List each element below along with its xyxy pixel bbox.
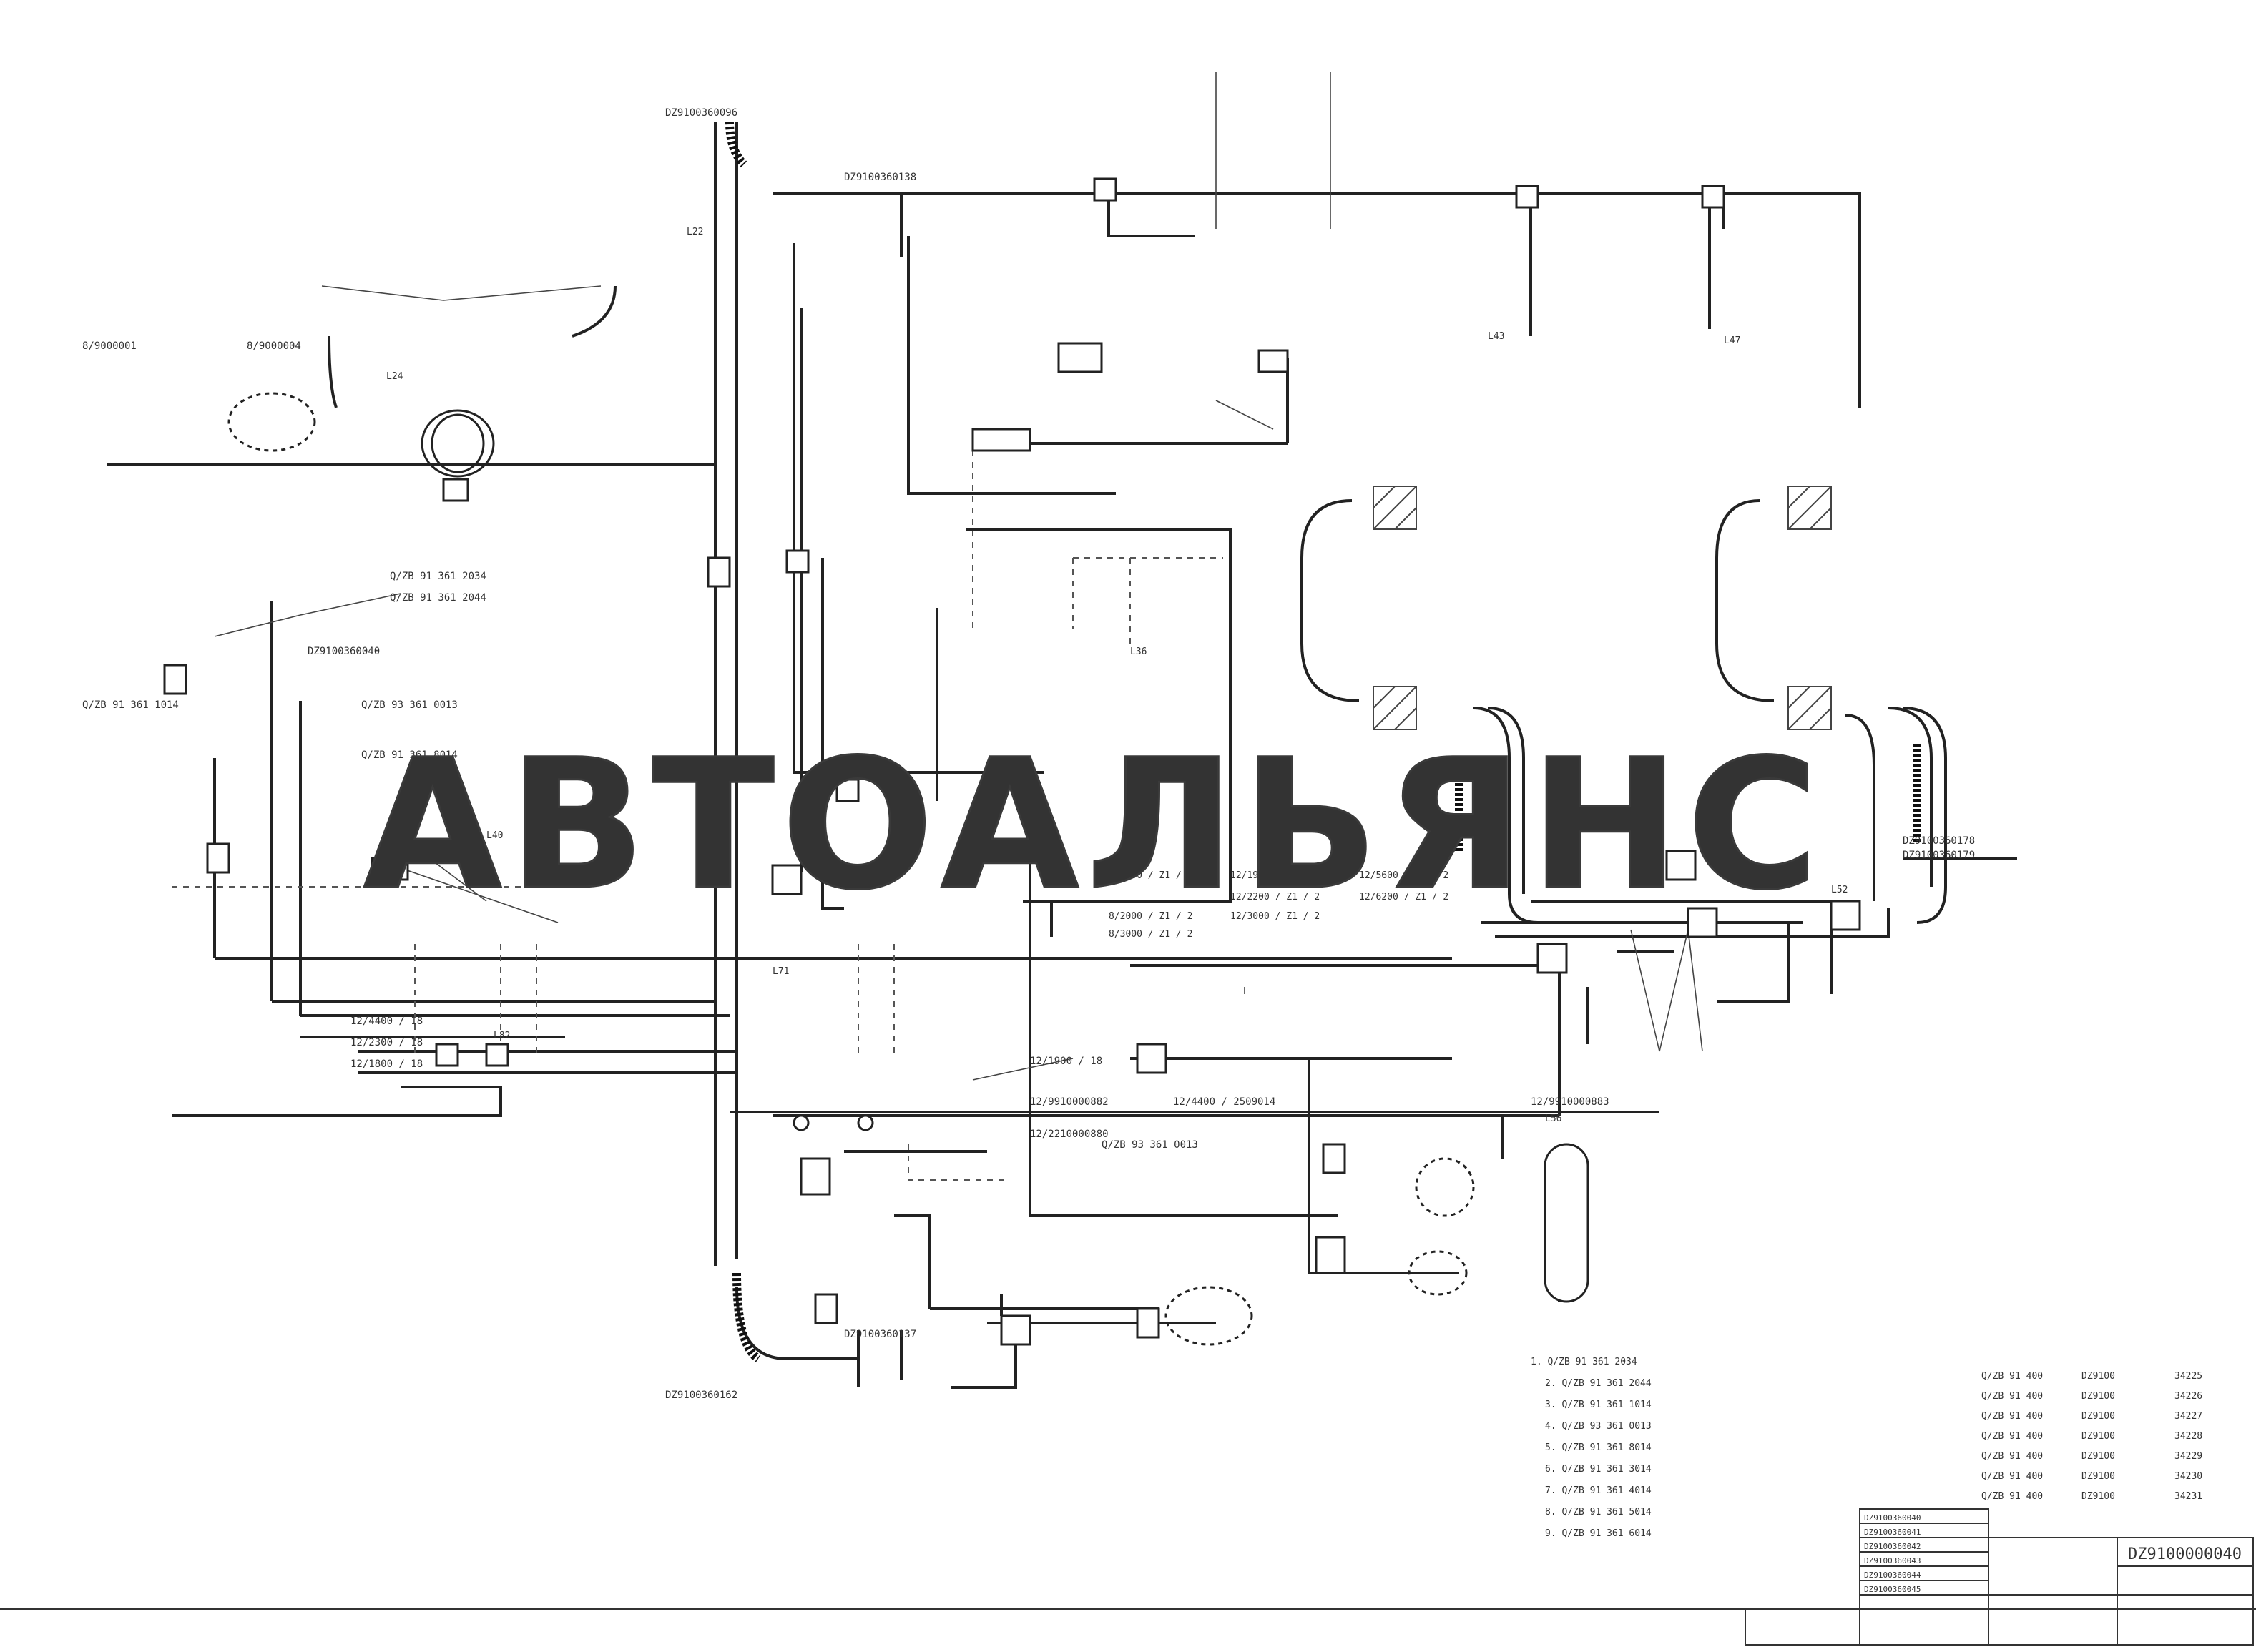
l-mark: L56 <box>1545 1113 1561 1124</box>
l-mark: L40 <box>486 830 503 841</box>
svg-text:DZ9100: DZ9100 <box>2081 1471 2115 1482</box>
table-row: Q/ZB 91 400 DZ9100 34229 <box>1981 1451 2202 1462</box>
l-mark: L47 <box>1724 335 1740 346</box>
note-line: 7. Q/ZB 91 361 4014 <box>1545 1485 1652 1496</box>
svg-text:DZ9100: DZ9100 <box>2081 1411 2115 1422</box>
svg-text:Q/ZB 91 400: Q/ZB 91 400 <box>1981 1431 2043 1442</box>
part-labels: DZ9100360096 DZ9100360138 DZ9100360162 D… <box>82 107 1975 1401</box>
label-tube-8: 12/2210000880 <box>1030 1129 1109 1140</box>
svg-text:DZ9100360043: DZ9100360043 <box>1864 1556 1921 1565</box>
svg-text:34227: 34227 <box>2174 1411 2202 1422</box>
label-tube-4: 12/1900 / 18 <box>1030 1056 1102 1067</box>
svg-text:8/1000 / Z1 / 2: 8/1000 / Z1 / 2 <box>1109 870 1192 881</box>
svg-text:12/5600 / Z1 / 2: 12/5600 / Z1 / 2 <box>1359 870 1448 881</box>
svg-text:34229: 34229 <box>2174 1451 2202 1462</box>
table-row: Q/ZB 91 400 DZ9100 34227 <box>1981 1411 2202 1422</box>
svg-text:34231: 34231 <box>2174 1491 2202 1502</box>
note-line: 1. Q/ZB 91 361 2034 <box>1531 1357 1637 1367</box>
table-row: Q/ZB 91 400 DZ9100 34230 <box>1981 1471 2202 1482</box>
label-bot-pn-2: DZ9100360137 <box>844 1329 916 1340</box>
l-mark: L43 <box>1488 331 1504 342</box>
l-mark: L36 <box>1130 646 1147 657</box>
note-line: 2. Q/ZB 91 361 2044 <box>1545 1378 1652 1389</box>
svg-text:DZ9100: DZ9100 <box>2081 1431 2115 1442</box>
label-pn-d: Q/ZB 93 361 0013 <box>361 699 458 711</box>
l-mark: L52 <box>1831 885 1848 895</box>
technical-notes: 1. Q/ZB 91 361 2034 2. Q/ZB 91 361 2044 … <box>1531 1357 1652 1539</box>
svg-text:DZ9100360042: DZ9100360042 <box>1864 1542 1921 1551</box>
svg-text:Q/ZB 91 400: Q/ZB 91 400 <box>1981 1391 2043 1402</box>
label-tube-3: 12/1800 / 18 <box>350 1058 423 1070</box>
tube-list: 8/1000 / Z1 / 2 8/2000 / Z1 / 2 8/3000 /… <box>1109 870 1448 940</box>
label-tube-1: 12/4400 / 18 <box>350 1016 423 1027</box>
svg-text:8/3000 / Z1 / 2: 8/3000 / Z1 / 2 <box>1109 929 1192 940</box>
svg-text:DZ9100360045: DZ9100360045 <box>1864 1585 1921 1594</box>
drawing-number: DZ9100000040 <box>2128 1545 2242 1563</box>
svg-text:DZ9100360044: DZ9100360044 <box>1864 1570 1921 1580</box>
svg-text:34226: 34226 <box>2174 1391 2202 1402</box>
label-top-pn-2: DZ9100360138 <box>844 172 916 183</box>
svg-text:Q/ZB 91 400: Q/ZB 91 400 <box>1981 1411 2043 1422</box>
label-pn-g: Q/ZB 93 361 0013 <box>1102 1139 1198 1151</box>
svg-text:34230: 34230 <box>2174 1471 2202 1482</box>
table-row: Q/ZB 91 400 DZ9100 34231 <box>1981 1491 2202 1502</box>
watermark: АВТОАЛЬЯНС <box>363 721 1825 929</box>
table-row: Q/ZB 91 400 DZ9100 34225 <box>1981 1371 2202 1382</box>
title-block <box>0 1508 2256 1646</box>
title-block-text: DZ9100360040 DZ9100360041 DZ9100360042 D… <box>1864 1513 1921 1594</box>
label-tube-7: 12/9910000883 <box>1531 1096 1609 1108</box>
l-mark: L22 <box>687 227 703 237</box>
svg-text:8/2000 / Z1 / 2: 8/2000 / Z1 / 2 <box>1109 911 1192 922</box>
label-pn-e: Q/ZB 91 361 8014 <box>361 749 458 761</box>
table-row: Q/ZB 91 400 DZ9100 34226 <box>1981 1391 2202 1402</box>
label-tube-6: 12/9910000882 <box>1030 1096 1109 1108</box>
svg-text:Q/ZB 91 400: Q/ZB 91 400 <box>1981 1371 2043 1382</box>
curved-pipes <box>328 285 1947 924</box>
label-tube-2: 12/2300 / 18 <box>350 1037 423 1048</box>
label-left-pn-2: 8/9000004 <box>247 340 301 352</box>
svg-text:DZ9100: DZ9100 <box>2081 1371 2115 1382</box>
components <box>163 177 1861 1346</box>
svg-text:DZ9100: DZ9100 <box>2081 1491 2115 1502</box>
label-pn-a: Q/ZB 91 361 2034 <box>390 571 486 582</box>
note-line: 8. Q/ZB 91 361 5014 <box>1545 1507 1652 1518</box>
label-tube-5: 12/4400 / 2509014 <box>1173 1096 1275 1108</box>
label-right-pn-1: DZ9100360178 <box>1903 835 1975 847</box>
l-mark: L82 <box>494 1031 510 1041</box>
mounting-blocks <box>1373 486 1832 730</box>
note-line: 5. Q/ZB 91 361 8014 <box>1545 1442 1652 1453</box>
label-top-pn-1: DZ9100360096 <box>665 107 737 119</box>
svg-text:34228: 34228 <box>2174 1431 2202 1442</box>
l-mark: L24 <box>386 371 403 382</box>
svg-text:12/2200 / Z1 / 2: 12/2200 / Z1 / 2 <box>1230 892 1320 903</box>
svg-text:DZ9100: DZ9100 <box>2081 1391 2115 1402</box>
svg-text:Q/ZB 91 400: Q/ZB 91 400 <box>1981 1491 2043 1502</box>
svg-text:DZ9100360041: DZ9100360041 <box>1864 1528 1921 1537</box>
svg-text:Q/ZB 91 400: Q/ZB 91 400 <box>1981 1451 2043 1462</box>
label-pn-f: DZ9100360040 <box>308 646 380 657</box>
svg-text:Q/ZB 91 400: Q/ZB 91 400 <box>1981 1471 2043 1482</box>
note-line: 4. Q/ZB 93 361 0013 <box>1545 1421 1652 1432</box>
svg-text:12/3000 / Z1 / 2: 12/3000 / Z1 / 2 <box>1230 911 1320 922</box>
dashed-lines <box>172 451 1223 1181</box>
label-left-pn-1: 8/9000001 <box>82 340 137 352</box>
l-mark: L71 <box>773 966 789 977</box>
note-line: 6. Q/ZB 91 361 3014 <box>1545 1464 1652 1475</box>
flexible-hoses <box>725 121 1921 1362</box>
svg-text:12/1900 / Z1 / 2: 12/1900 / Z1 / 2 <box>1230 870 1320 881</box>
svg-text:12/6200 / Z1 / 2: 12/6200 / Z1 / 2 <box>1359 892 1448 903</box>
table-row: Q/ZB 91 400 DZ9100 34228 <box>1981 1431 2202 1442</box>
l-marks: L22 L24 L36 L40 L43 L47 L52 L56 L71 L82 <box>386 227 1848 1124</box>
svg-text:DZ9100360040: DZ9100360040 <box>1864 1513 1921 1523</box>
right-parts-table: Q/ZB 91 400 DZ9100 34225 Q/ZB 91 400 DZ9… <box>1981 1371 2202 1502</box>
note-line: 9. Q/ZB 91 361 6014 <box>1545 1528 1652 1539</box>
label-pn-c: Q/ZB 91 361 1014 <box>82 699 179 711</box>
label-pn-b: Q/ZB 91 361 2044 <box>390 592 486 604</box>
note-line: 3. Q/ZB 91 361 1014 <box>1545 1400 1652 1410</box>
label-right-pn-2: DZ9100360179 <box>1903 850 1975 861</box>
label-bot-pn-1: DZ9100360162 <box>665 1390 737 1401</box>
svg-text:34225: 34225 <box>2174 1371 2202 1382</box>
svg-text:DZ9100: DZ9100 <box>2081 1451 2115 1462</box>
